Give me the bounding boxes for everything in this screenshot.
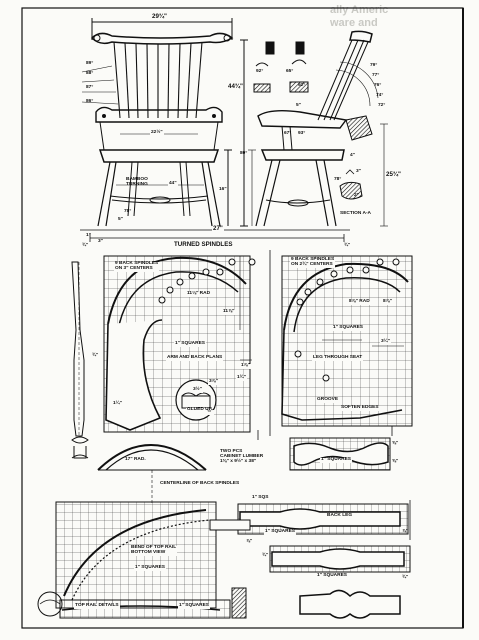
groove-label: GROOVE bbox=[316, 397, 340, 403]
side-elevation bbox=[248, 30, 388, 227]
front-leg-angle: 78° bbox=[124, 209, 132, 214]
side-dim-3: 2" bbox=[354, 193, 359, 198]
lower-squares-b: 1" SQUARES bbox=[178, 603, 210, 609]
front-angle-2: 88° bbox=[86, 71, 94, 76]
side-angle-top-2: 65° bbox=[286, 69, 294, 74]
arm-back-plans-label: ARM AND BACK PLANS bbox=[166, 355, 224, 361]
overall-depth: 27" bbox=[212, 225, 224, 233]
side-floor-angle: 80° bbox=[240, 151, 248, 156]
sqs-label: 1" SQS bbox=[252, 495, 269, 500]
small-dim-5: ⅞" bbox=[246, 539, 253, 544]
section-aa-label: SECTION A-A bbox=[340, 211, 372, 216]
side-dim-1: 5" bbox=[296, 103, 301, 108]
left-dim-5: ½" bbox=[206, 409, 215, 415]
left-dim-1: 3⅞" bbox=[208, 379, 219, 385]
side-angle-r2: 77° bbox=[372, 73, 380, 78]
side-angle-r4: 74° bbox=[376, 93, 384, 98]
base-dim-2: 3" bbox=[98, 239, 103, 244]
arm-plan-right-grid bbox=[281, 255, 413, 427]
left-plan-title: 9 BACK SPINDLES ON 3" CENTERS bbox=[114, 261, 160, 272]
side-angle-top-3: 92° bbox=[298, 83, 306, 88]
soften-edges-label: SOFTEN EDGES bbox=[340, 405, 380, 411]
two-pcs-label: TWO PCS CABINET LUMBER 1⅜" x 9½" x 38" bbox=[220, 449, 264, 464]
top-rail-details-label: TOP RAIL DETAILS bbox=[74, 603, 120, 609]
base-dim-4: ¾" bbox=[344, 243, 351, 248]
turned-spindles-label: TURNED SPINDLES bbox=[174, 241, 233, 248]
left-dim-3: 1⅞" bbox=[240, 363, 251, 369]
turned-spindle-drawing bbox=[71, 261, 89, 459]
small-dim-4: ¾" bbox=[402, 575, 409, 580]
bleed-title: ally Americ bbox=[330, 4, 389, 16]
side-dim-2: 3" bbox=[356, 169, 361, 174]
right-squares-label: 1" SQUARES bbox=[320, 457, 352, 463]
front-angle-4: 86° bbox=[86, 99, 94, 104]
centerline-label: CENTERLINE OF BACK SPINDLES bbox=[160, 481, 240, 486]
glued-up-label: GLUED UP bbox=[186, 407, 213, 413]
small-dim-1: ⅝" bbox=[392, 441, 399, 446]
left-dim-2: 3½" bbox=[192, 387, 203, 393]
front-elevation bbox=[81, 18, 248, 227]
spindle-dim: ¾" bbox=[92, 353, 99, 358]
right-plan-squares: 1" SQUARES bbox=[332, 325, 364, 331]
right-plan-dim: 3¼" bbox=[380, 339, 391, 345]
small-dim-6: ⅞" bbox=[402, 529, 409, 534]
right-plan-rad2: 8⅞" bbox=[382, 299, 393, 305]
side-dim-4: 4" bbox=[350, 153, 355, 158]
side-rear-angle: 78° bbox=[334, 177, 342, 182]
left-plan-squares: 1" SQUARES bbox=[174, 341, 206, 347]
front-seat-width: 22½" bbox=[150, 130, 164, 136]
left-dim-6: 1¼" bbox=[112, 401, 123, 407]
front-height-dim: 44¾" bbox=[228, 83, 243, 90]
front-seat-height: 16" bbox=[219, 187, 227, 192]
right-plan-rad1: 8⅞" RAD bbox=[348, 299, 371, 305]
side-angle-top-1: 92° bbox=[256, 69, 264, 74]
front-angle-1: 89° bbox=[86, 61, 94, 66]
bleed-subtitle: ware and bbox=[330, 17, 378, 29]
lower-squares-a: 1" SQUARES bbox=[134, 565, 166, 571]
leg-details bbox=[209, 437, 411, 619]
base-dim-3: ¾" bbox=[82, 243, 89, 248]
bend-top-rail-label: BEND OF TOP RAIL BOTTOM VIEW bbox=[130, 545, 178, 556]
front-rail-width: 44" bbox=[168, 181, 178, 187]
side-mid-angle-2: 93° bbox=[298, 131, 306, 136]
side-angle-r1: 79° bbox=[370, 63, 378, 68]
side-angle-r5: 72° bbox=[378, 103, 386, 108]
front-angle-3: 87° bbox=[86, 85, 94, 90]
front-width-dim: 29¾" bbox=[152, 13, 167, 20]
bamboo-turning-label: BAMBOO TURNING bbox=[126, 177, 148, 187]
top-rail-bend bbox=[37, 444, 247, 619]
leg-through-seat-label: LEG THROUGH SEAT bbox=[312, 355, 364, 361]
side-angle-r3: 76° bbox=[374, 83, 382, 88]
side-mid-angle-1: 67° bbox=[284, 131, 292, 136]
lower-squares-c: 1" SQUARES bbox=[264, 529, 296, 535]
side-height: 25¾" bbox=[386, 171, 401, 178]
small-dim-2: ⅝" bbox=[392, 459, 399, 464]
right-plan-title: 9 BACK SPINDLES ON 2¾" CENTERS bbox=[290, 257, 336, 268]
left-plan-rad2: 11⅞" bbox=[222, 309, 236, 315]
left-plan-rad: 11⅛" RAD bbox=[186, 291, 212, 297]
back-leg-label: BACK LEG bbox=[326, 513, 354, 519]
small-dim-3: ¾" bbox=[262, 553, 269, 558]
rad-17-label: 17" RAD. bbox=[124, 457, 147, 463]
base-dim-1: 1" bbox=[86, 233, 91, 238]
left-dim-4: 1¾" bbox=[236, 375, 247, 381]
front-splay: 5" bbox=[118, 217, 123, 222]
lower-squares-d: 1" SQUARES bbox=[316, 573, 348, 579]
